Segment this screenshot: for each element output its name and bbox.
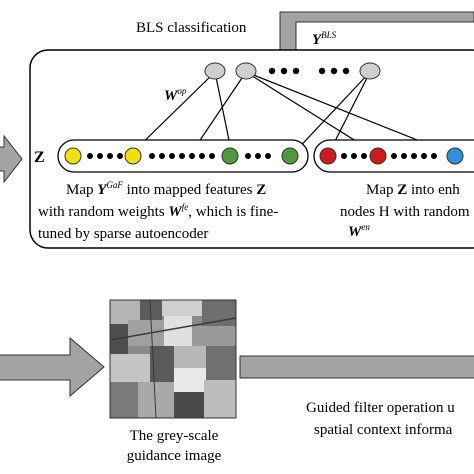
enhancement-line-2: nodes H with random	[340, 204, 470, 220]
mapped-node-green	[281, 147, 299, 165]
guidance-image	[109, 299, 237, 419]
output-ellipsis-dots	[268, 67, 350, 75]
output-node	[204, 62, 226, 80]
y-bls-label: YBLS	[312, 30, 337, 49]
w-op-label: Wop	[164, 86, 187, 105]
mapped-dots	[87, 153, 271, 159]
mapped-features-line-2: with random weights Wfe, which is fine-	[38, 202, 279, 221]
enhance-node-blue	[446, 147, 464, 165]
enhance-dots	[341, 153, 437, 159]
input-arrow-bottom	[0, 336, 105, 398]
guidance-caption-line-2: guidance image	[126, 448, 222, 464]
enhancement-line-1: Map Z into enh	[366, 182, 460, 198]
mapped-features-line-1: Map YGaF into mapped features Z	[66, 180, 267, 199]
mapped-node-yellow	[124, 147, 142, 165]
guided-filter-line-1: Guided filter operation u	[306, 400, 455, 416]
bls-classification-label: BLS classification	[136, 20, 247, 36]
z-label: Z	[34, 149, 45, 166]
input-arrow-top	[0, 134, 23, 184]
enhance-node-red	[369, 147, 387, 165]
guided-filter-arrow	[239, 355, 474, 379]
output-node	[359, 62, 381, 80]
guided-filter-line-2: spatial context informa	[314, 422, 453, 438]
bls-output-arrow	[279, 11, 474, 51]
mapped-features-line-3: tuned by sparse autoencoder	[38, 226, 209, 242]
guidance-caption-line-1: The grey-scale	[129, 428, 219, 444]
w-en-label: Wen	[348, 222, 370, 241]
output-node	[235, 62, 257, 80]
enhance-node-red	[319, 147, 337, 165]
mapped-node-green	[221, 147, 239, 165]
mapped-node-yellow	[64, 147, 82, 165]
